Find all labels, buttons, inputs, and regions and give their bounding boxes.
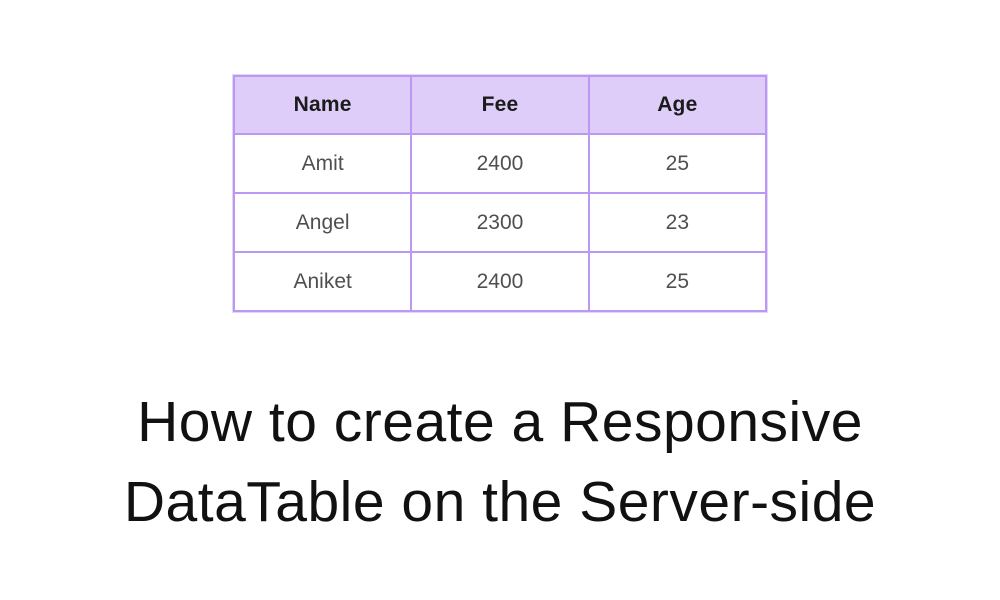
data-table: Name Fee Age Amit 2400 25 Angel 2300 23 … [232,75,768,312]
cell-name: Amit [232,133,413,194]
page-title-line-1: How to create a Responsive [137,390,863,454]
cell-age: 25 [587,133,768,194]
table-row: Angel 2300 23 [232,192,768,253]
page-title: How to create a Responsive DataTable on … [0,382,1000,542]
cell-fee: 2400 [410,133,590,194]
cell-fee: 2300 [410,192,590,253]
column-header-age: Age [587,75,768,135]
table-header-row: Name Fee Age [232,75,768,135]
table-row: Aniket 2400 25 [232,251,768,312]
cell-fee: 2400 [410,251,590,312]
column-header-name: Name [232,75,413,135]
cell-age: 23 [587,192,768,253]
cell-name: Angel [232,192,413,253]
page-title-line-2: DataTable on the Server-side [123,470,877,534]
table-row: Amit 2400 25 [232,133,768,194]
cell-name: Aniket [232,251,413,312]
cell-age: 25 [587,251,768,312]
column-header-fee: Fee [410,75,590,135]
